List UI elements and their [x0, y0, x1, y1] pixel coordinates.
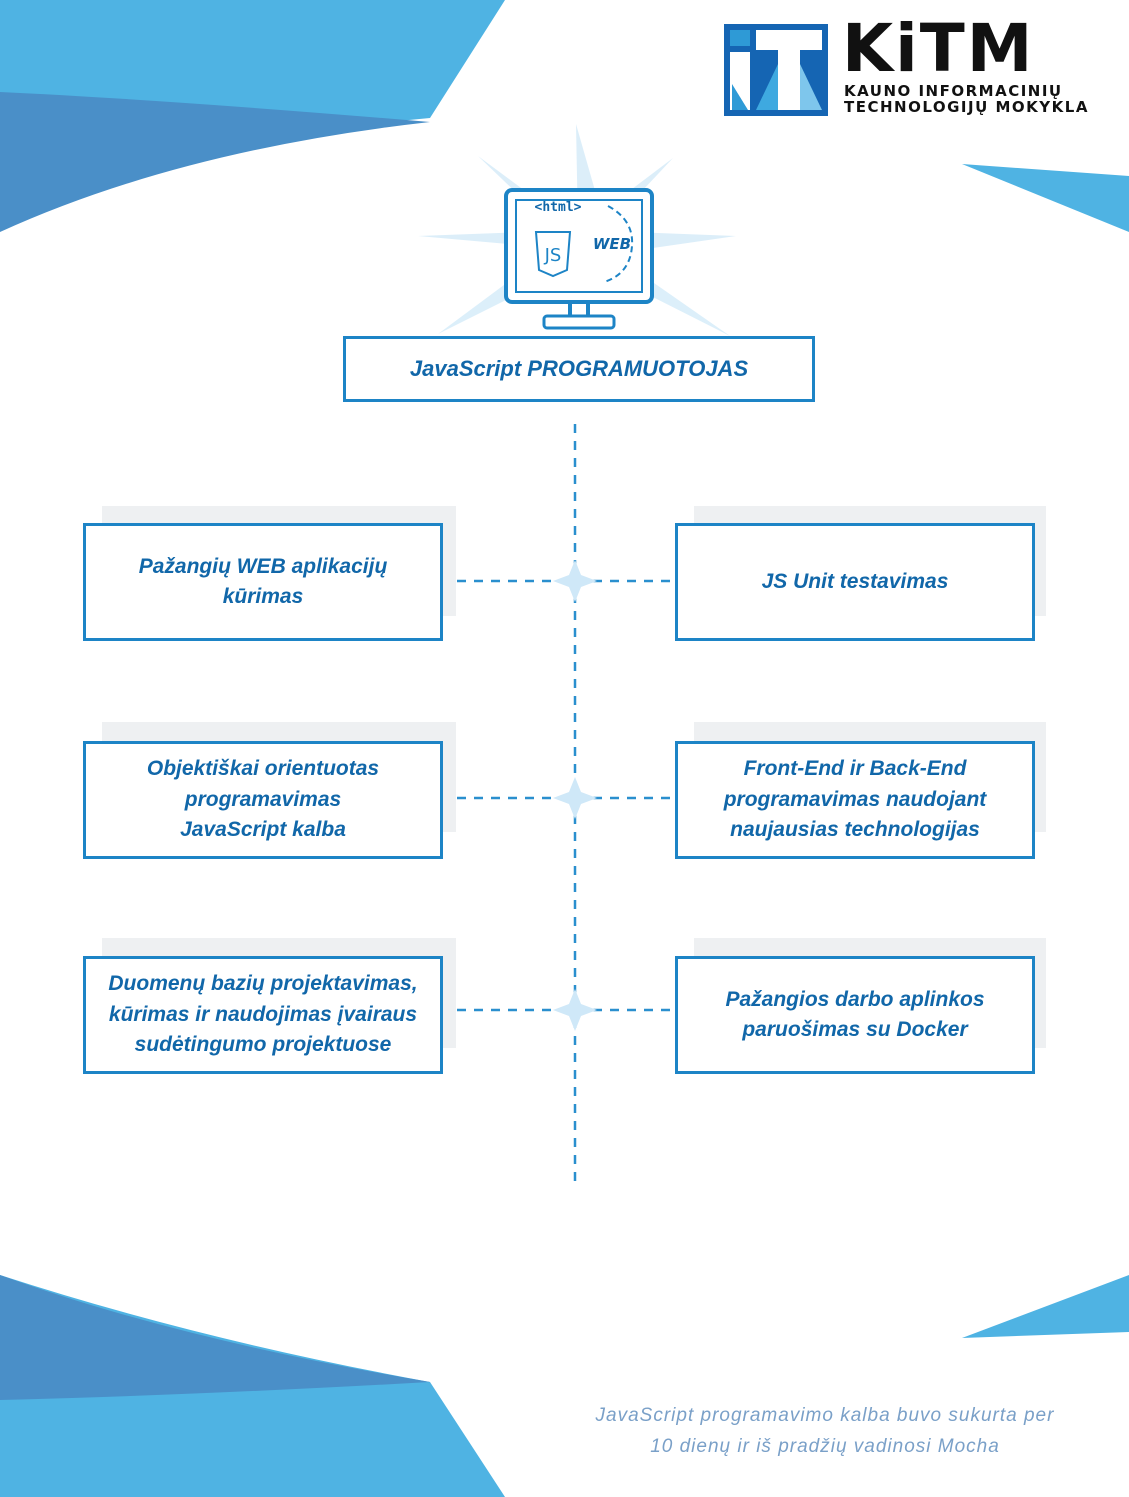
logo-wordmark: KiTM: [842, 10, 1035, 87]
skill-card-oop: Objektiškai orientuotas programavimas Ja…: [83, 741, 443, 859]
html-tag-label: <html>: [535, 200, 582, 215]
kitm-logo: KiTM KAUNO INFORMACINIŲ TECHNOLOGIJŲ MOK…: [724, 16, 1094, 116]
js-label: JS: [544, 245, 562, 266]
web-monitor-illustration: <html> JS WEB: [418, 124, 736, 336]
skill-card-frontend-backend: Front-End ir Back-End programavimas naud…: [675, 741, 1035, 859]
skill-card-js-unit: JS Unit testavimas: [675, 523, 1035, 641]
js-shield-icon: [534, 231, 572, 278]
skill-card-databases: Duomenų bazių projektavimas, kūrimas ir …: [83, 956, 443, 1074]
logo-subtitle-line1: KAUNO INFORMACINIŲ: [844, 82, 1063, 100]
monitor-icon: [504, 188, 654, 304]
page-title: JavaScript PROGRAMUOTOJAS: [343, 336, 815, 402]
sparkle-icon: [553, 560, 597, 1031]
skill-card-web-apps: Pažangių WEB aplikacijų kūrimas: [83, 523, 443, 641]
it-logo-icon: [724, 24, 828, 116]
fun-fact-footnote: JavaScript programavimo kalba buvo sukur…: [595, 1405, 1055, 1458]
logo-subtitle-line2: TECHNOLOGIJŲ MOKYKLA: [844, 98, 1089, 116]
web-label: WEB: [593, 235, 631, 253]
skill-card-docker: Pažangios darbo aplinkos paruošimas su D…: [675, 956, 1035, 1074]
